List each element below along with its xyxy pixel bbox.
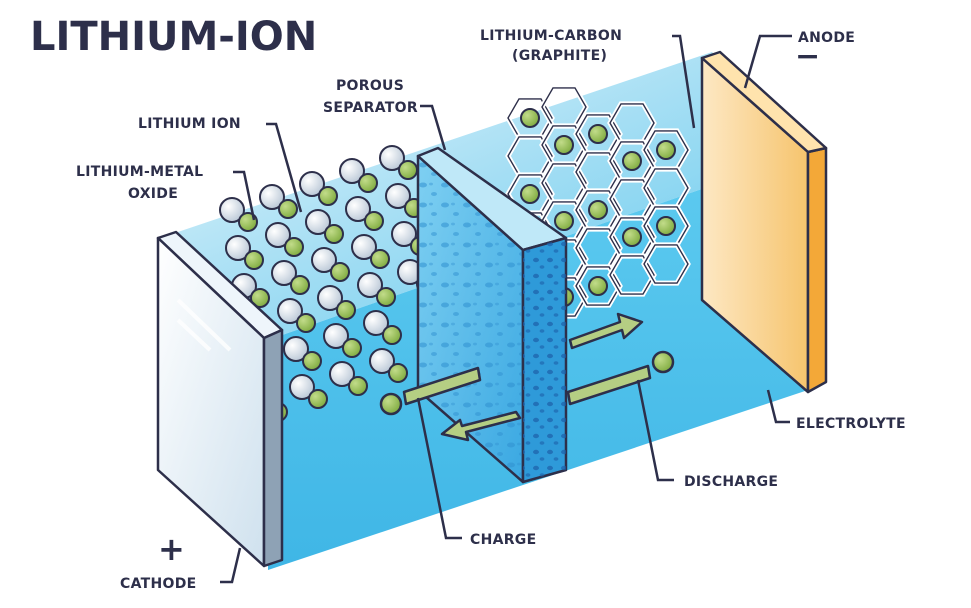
metal-oxide-particle: [305, 209, 331, 235]
leader-charge: [416, 397, 462, 540]
metal-oxide-particle: [317, 285, 343, 311]
lithium-ion-in-graphite: [588, 200, 608, 220]
metal-oxide-particle: [329, 361, 355, 387]
lithium-ion-particle: [382, 325, 402, 345]
metal-oxide-particle: [357, 272, 383, 298]
leader-electrolyte: [766, 389, 790, 424]
lithium-ion-in-graphite: [656, 140, 676, 160]
metal-oxide-particle: [323, 323, 349, 349]
lithium-ion-particle: [376, 287, 396, 307]
discharge-arrow-upper: [568, 312, 644, 350]
lithium-ion-particle: [302, 351, 322, 371]
lithium-ion-particle: [388, 363, 408, 383]
metal-oxide-particle: [299, 171, 325, 197]
lithium-ion-particle: [296, 313, 316, 333]
lithium-ion-particle: [290, 275, 310, 295]
leader-lines: [220, 34, 792, 584]
metal-oxide-particle: [345, 196, 371, 222]
metal-oxide-particle: [369, 348, 395, 374]
lithium-ion-in-graphite: [520, 184, 540, 204]
discharge-arrow-lower: [566, 364, 652, 406]
leader-discharge: [636, 379, 674, 482]
lithium-ion-particle: [284, 237, 304, 257]
lithium-ion-particle: [250, 288, 270, 308]
leader-graphite: [672, 34, 696, 129]
lithium-ion-particle: [358, 173, 378, 193]
lithium-ion-particle: [330, 262, 350, 282]
metal-oxide-particle: [351, 234, 377, 260]
metal-oxide-particle: [265, 222, 291, 248]
lithium-ion-in-graphite: [520, 108, 540, 128]
lithium-ion-in-graphite: [622, 227, 642, 247]
label-oxide: OXIDE: [128, 186, 178, 202]
lithium-ion-particle: [398, 160, 418, 180]
metal-oxide-particle: [289, 374, 315, 400]
label-lithium-ion: LITHIUM ION: [138, 116, 241, 132]
lithium-ion-in-graphite: [554, 135, 574, 155]
leader-cathode: [220, 547, 242, 584]
lithium-ion-moving-left: [379, 392, 403, 416]
label-cathode: CATHODE: [120, 576, 196, 592]
leader-lithium-ion: [266, 122, 303, 213]
metal-oxide-particle: [391, 221, 417, 247]
lithium-ion-moving-right: [651, 350, 675, 374]
graphite-hexagon: [575, 266, 621, 306]
lithium-ion-particle: [364, 211, 384, 231]
cathode-plus-sign: +: [158, 530, 185, 568]
cathode-plate: [156, 230, 284, 568]
lithium-ion-in-graphite: [656, 216, 676, 236]
page-title: LITHIUM-ION: [30, 14, 317, 60]
metal-oxide-particle: [225, 235, 251, 261]
metal-oxide-particle: [379, 145, 405, 171]
label-charge: CHARGE: [470, 532, 536, 548]
leader-anode: [743, 34, 792, 89]
lithium-ion-in-graphite: [588, 276, 608, 296]
metal-oxide-particle: [339, 158, 365, 184]
metal-oxide-particle: [385, 183, 411, 209]
lithium-ion-particle: [278, 199, 298, 219]
label-lithium-carbon: LITHIUM-CARBON: [480, 28, 622, 44]
label-discharge: DISCHARGE: [684, 474, 778, 490]
charge-arrow-upper: [402, 366, 482, 406]
lithium-ion-particle: [308, 389, 328, 409]
label-anode: ANODE: [798, 30, 855, 46]
lithium-ion-particle: [342, 338, 362, 358]
label-porous: POROUS: [336, 78, 404, 94]
label-lithium-metal: LITHIUM-METAL: [76, 164, 203, 180]
lithium-ion-in-graphite: [554, 211, 574, 231]
porous-separator: [416, 146, 568, 484]
lithium-ion-particle: [348, 376, 368, 396]
metal-oxide-particle: [219, 197, 245, 223]
metal-oxide-particle: [271, 260, 297, 286]
graphite-hexagon: [643, 244, 689, 284]
ion-flow-arrows: [379, 312, 675, 442]
anode-minus-sign: −: [795, 39, 820, 74]
lithium-ion-particle: [336, 300, 356, 320]
leader-metal-oxide: [233, 170, 256, 221]
leader-separator: [420, 104, 447, 151]
lithium-ion-particle: [370, 249, 390, 269]
metal-oxide-particle: [283, 336, 309, 362]
lithium-ion-particle: [318, 186, 338, 206]
metal-oxide-particle: [311, 247, 337, 273]
label-separator: SEPARATOR: [323, 100, 418, 116]
lithium-ion-particle: [244, 250, 264, 270]
anode-plate: [700, 50, 828, 394]
charge-arrow-lower: [440, 410, 522, 442]
lithium-ion-in-graphite: [622, 151, 642, 171]
graphite-hexagon: [609, 255, 655, 295]
metal-oxide-particle: [277, 298, 303, 324]
metal-oxide-particle: [363, 310, 389, 336]
lithium-ion-particle: [324, 224, 344, 244]
lithium-ion-in-graphite: [588, 124, 608, 144]
diagram-labels: LITHIUM-CARBON (GRAPHITE) ANODE − POROUS…: [76, 28, 906, 592]
label-electrolyte: ELECTROLYTE: [796, 416, 906, 432]
metal-oxide-particle: [259, 184, 285, 210]
label-graphite: (GRAPHITE): [512, 48, 607, 64]
